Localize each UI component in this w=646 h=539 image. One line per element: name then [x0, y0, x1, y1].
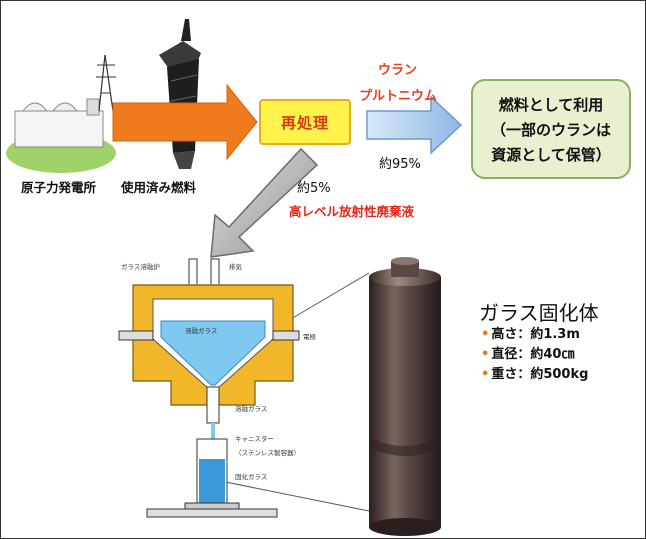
exhaust-label: 排気 [229, 263, 242, 271]
melter-icon [118, 258, 300, 518]
spec-diameter: •直径：約40㎝ [481, 347, 575, 362]
canister-label: キャニスター [235, 435, 274, 443]
molten-glass-inner-label: 溶融ガラス [185, 327, 218, 335]
spec-height: •高さ：約1.3m [481, 327, 580, 342]
molten-glass-label: 溶融ガラス [235, 405, 268, 413]
fuel-use-box: 燃料として利用 （一部のウランは 資源として保管） [471, 79, 631, 179]
fuel-use-line-3: 資源として保管） [491, 146, 611, 164]
solid-glass-label: 固化ガラス [235, 473, 268, 481]
arrow-to-fuel-use [366, 95, 463, 155]
power-plant-icon [6, 54, 116, 173]
spent-fuel-icon [159, 19, 201, 169]
percent-5-label: 約5% [297, 181, 331, 196]
arrow-to-vitrification [210, 147, 319, 258]
spent-fuel-label: 使用済み燃料 [121, 180, 197, 195]
fuel-use-line-2: （一部のウランは [490, 121, 611, 139]
spec-weight: •重さ：約500kg [481, 367, 589, 382]
uranium-label: ウラン [378, 63, 418, 78]
glass-canister-icon [369, 257, 441, 536]
electrode-label: 電極 [303, 333, 316, 341]
plutonium-label: プルトニウム [359, 89, 438, 104]
plant-label: 原子力発電所 [21, 180, 97, 195]
reprocessing-box: 再処理 [259, 99, 351, 145]
canister-material-label: （ステンレス製容器） [235, 449, 300, 457]
melter-label: ガラス溶融炉 [121, 263, 160, 271]
fuel-use-line-1: 燃料として利用 [498, 96, 604, 114]
percent-95-label: 約95% [379, 157, 421, 172]
arrow-to-reprocessing [112, 83, 258, 161]
hlw-label: 高レベル放射性廃棄液 [289, 204, 415, 219]
reprocessing-label: 再処理 [280, 113, 329, 132]
glass-body-title: ガラス固化体 [479, 301, 599, 325]
